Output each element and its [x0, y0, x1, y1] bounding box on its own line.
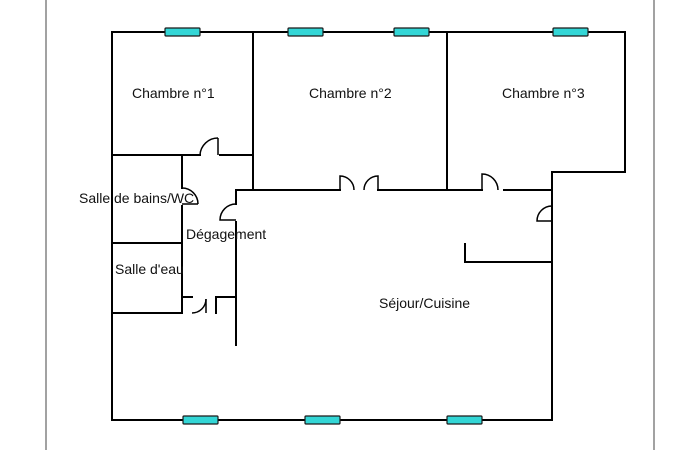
label-chambre-2: Chambre n°2 — [309, 85, 392, 101]
doors — [181, 137, 553, 314]
window — [304, 415, 341, 425]
door-chambre-3 — [481, 173, 499, 191]
door-degagement — [219, 203, 237, 221]
window — [164, 27, 201, 37]
window — [182, 415, 219, 425]
label-chambre-1: Chambre n°1 — [132, 85, 215, 101]
windows — [164, 27, 589, 425]
window — [393, 27, 430, 37]
door-chambre-2 — [339, 175, 355, 191]
room-labels: Chambre n°1 Chambre n°2 Chambre n°3 Sall… — [79, 85, 585, 311]
window — [287, 27, 324, 37]
door-chambre-1 — [199, 137, 219, 156]
window — [446, 415, 483, 425]
label-sejour-cuisine: Séjour/Cuisine — [379, 295, 470, 311]
door-salle-eau — [191, 298, 207, 314]
label-salle-eau: Salle d'eau — [115, 261, 184, 277]
label-degagement: Dégagement — [186, 226, 266, 242]
door-salle-de-bains — [181, 187, 199, 205]
interior-walls — [111, 31, 553, 346]
window — [552, 27, 589, 37]
label-salle-de-bains: Salle de bains/WC — [79, 190, 194, 206]
label-chambre-3: Chambre n°3 — [502, 85, 585, 101]
door-entree — [536, 205, 553, 222]
